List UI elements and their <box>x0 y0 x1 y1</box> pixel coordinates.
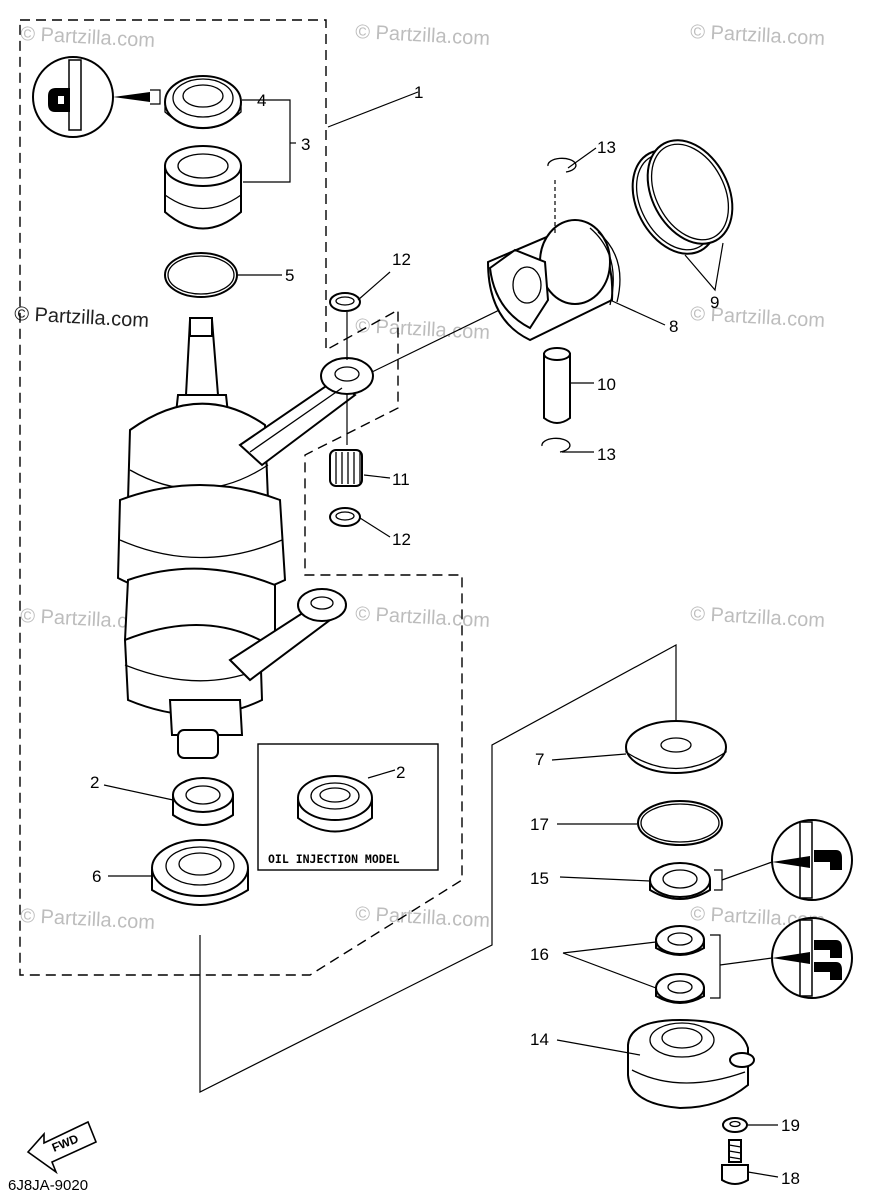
part-12-washer-lower <box>329 507 361 527</box>
note-box-label: OIL INJECTION MODEL <box>268 852 400 866</box>
watermark: © Partzilla.com <box>690 603 826 632</box>
diagram-code: 6J8JA-9020 <box>8 1177 88 1194</box>
callout-14: 14 <box>530 1030 549 1049</box>
watermark: © Partzilla.com <box>355 603 491 632</box>
watermark: © Partzilla.com <box>20 23 156 52</box>
part-7-washer <box>625 720 727 774</box>
part-14-seal-housing <box>627 1018 755 1110</box>
part-11-needle-bearing <box>329 449 363 487</box>
callout-1: 1 <box>414 83 423 102</box>
part-6-ball-bearing <box>151 839 249 906</box>
part-12-washer-upper <box>329 292 361 312</box>
callout-13: 13 <box>597 138 616 157</box>
callout-11: 11 <box>392 470 410 489</box>
callout-13: 13 <box>597 445 616 464</box>
callout-labels: 1 2 2 3 4 5 6 7 8 9 10 11 12 12 13 13 14… <box>90 83 800 1188</box>
bracket <box>710 934 721 999</box>
assembly-line <box>371 299 521 373</box>
detail-circle-seal-16 <box>771 917 853 999</box>
fwd-arrow-icon: FWD <box>26 1120 98 1175</box>
callout-2: 2 <box>396 763 405 782</box>
callout-3: 3 <box>301 135 310 154</box>
callout-4: 4 <box>257 91 266 110</box>
watermark-strong: © Partzilla.com <box>14 303 150 332</box>
detail-circle-seal <box>32 56 161 138</box>
detail-circle-seal-15 <box>771 819 853 901</box>
callout-2: 2 <box>90 773 99 792</box>
part-18-bolt <box>721 1139 749 1185</box>
part-4-oil-seal <box>164 75 242 130</box>
part-16-seal-lower <box>655 973 705 1004</box>
part-19-washer <box>722 1117 748 1133</box>
callout-18: 18 <box>781 1169 800 1188</box>
callout-8: 8 <box>669 317 678 336</box>
watermark: © Partzilla.com <box>20 905 156 934</box>
part-2-bearing <box>172 777 234 826</box>
watermark: © Partzilla.com <box>690 21 826 50</box>
part-13-circlip-lower <box>541 437 571 453</box>
part-9-piston-rings <box>631 139 734 255</box>
part-5-o-ring <box>164 252 238 298</box>
leader-line <box>719 957 773 966</box>
part-15-oil-seal <box>649 861 773 900</box>
part-8-piston <box>486 219 621 342</box>
connecting-rod-upper <box>238 357 374 467</box>
callout-17: 17 <box>530 815 549 834</box>
assembly-line <box>199 643 677 1093</box>
part-10-piston-pin <box>543 347 571 424</box>
watermark: © Partzilla.com <box>355 903 491 932</box>
callout-5: 5 <box>285 266 294 285</box>
callout-7: 7 <box>535 750 544 769</box>
callout-12: 12 <box>392 250 411 269</box>
leader-lines <box>103 91 779 1178</box>
callout-16: 16 <box>530 945 549 964</box>
watermark: © Partzilla.com <box>355 315 491 344</box>
callout-19: 19 <box>781 1116 800 1135</box>
crankshaft <box>116 317 287 759</box>
callout-6: 6 <box>92 867 101 886</box>
part-17-o-ring <box>637 800 723 846</box>
oil-injection-box: OIL INJECTION MODEL <box>257 743 439 871</box>
part-3-housing <box>164 145 242 230</box>
connecting-rod-lower <box>228 588 347 682</box>
assembly-outline <box>19 19 463 976</box>
callout-9: 9 <box>710 293 719 312</box>
part-16-seal-upper <box>655 925 705 956</box>
callout-10: 10 <box>597 375 616 394</box>
watermark: © Partzilla.com <box>355 21 491 50</box>
callout-15: 15 <box>530 869 549 888</box>
callout-12: 12 <box>392 530 411 549</box>
part-13-circlip-upper <box>547 157 577 235</box>
